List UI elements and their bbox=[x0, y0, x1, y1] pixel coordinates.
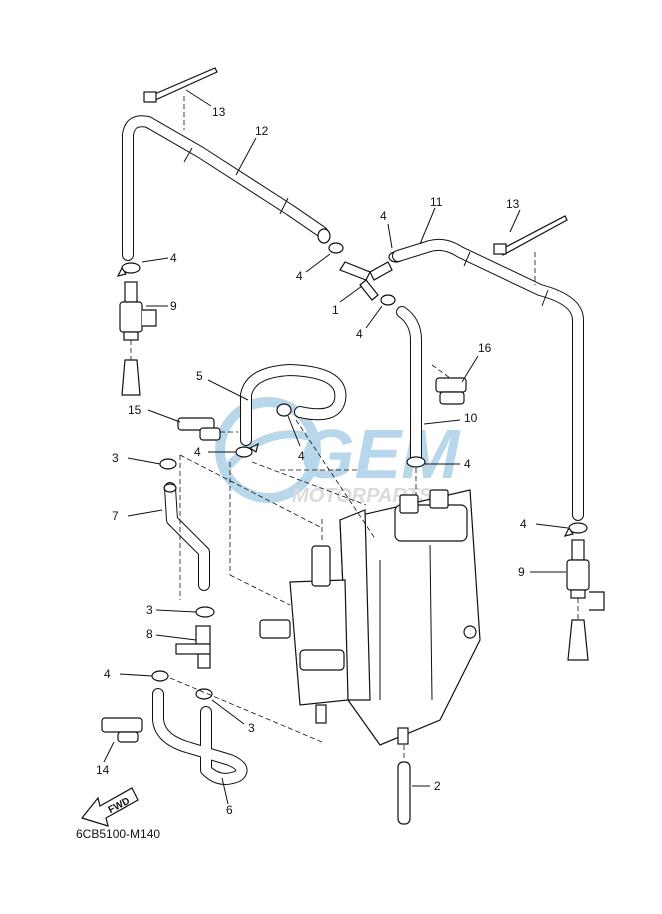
cable-tie-13-right bbox=[493, 215, 568, 285]
callout-labels: 13 12 4 9 4 4 11 13 1 4 16 5 15 10 4 4 3… bbox=[96, 105, 527, 817]
callout-9-left: 9 bbox=[170, 299, 177, 313]
callout-3-lower: 3 bbox=[248, 721, 255, 735]
hose-clip-3-middle bbox=[195, 606, 215, 618]
joint-8 bbox=[175, 625, 211, 669]
callout-1: 1 bbox=[332, 303, 339, 317]
callout-13-right: 13 bbox=[506, 197, 520, 211]
callout-4-hose10: 4 bbox=[464, 457, 471, 471]
callout-7: 7 bbox=[112, 509, 119, 523]
clamp-15 bbox=[177, 417, 238, 441]
callout-13-left: 13 bbox=[212, 105, 226, 119]
callout-4-center-left: 4 bbox=[194, 445, 201, 459]
callout-10: 10 bbox=[464, 411, 478, 425]
fuel-joint-9-right bbox=[563, 522, 605, 661]
three-way-joint-1 bbox=[328, 242, 404, 306]
callout-2: 2 bbox=[434, 779, 441, 793]
watermark-swoosh-icon bbox=[221, 430, 322, 473]
callout-3-middle: 3 bbox=[146, 603, 153, 617]
callout-9-right: 9 bbox=[518, 565, 525, 579]
callout-4-lower: 4 bbox=[104, 667, 111, 681]
clamp-16 bbox=[431, 364, 467, 405]
fwd-label: FWD bbox=[107, 796, 132, 816]
callout-4-right: 4 bbox=[520, 517, 527, 531]
callout-3-upper: 3 bbox=[112, 451, 119, 465]
callout-4-joint-left: 4 bbox=[296, 269, 303, 283]
vapor-separator-assembly bbox=[259, 489, 481, 746]
assembly-leader-lines bbox=[169, 419, 377, 743]
callout-14: 14 bbox=[96, 763, 110, 777]
hose-clip-4-center bbox=[235, 442, 259, 458]
callout-4-joint-bottom: 4 bbox=[356, 327, 363, 341]
fwd-arrow-icon: FWD bbox=[80, 787, 139, 827]
watermark-brand: GEM bbox=[300, 415, 461, 493]
clamp-14 bbox=[101, 717, 143, 743]
fuel-joint-9-left bbox=[119, 281, 157, 396]
diagram-code: 6CB5100-M140 bbox=[76, 827, 160, 841]
hose-clip-3-upper bbox=[159, 458, 177, 470]
callout-4-left-top: 4 bbox=[170, 251, 177, 265]
callout-16: 16 bbox=[478, 341, 492, 355]
callout-8: 8 bbox=[146, 627, 153, 641]
callout-4-joint-top: 4 bbox=[380, 209, 387, 223]
hose-5 bbox=[240, 364, 347, 446]
callout-6: 6 bbox=[226, 803, 233, 817]
drain-pipe-2 bbox=[397, 745, 411, 825]
hose-7 bbox=[163, 482, 210, 591]
callout-leaders bbox=[103, 89, 569, 805]
cable-tie-13-left bbox=[143, 67, 218, 130]
hose-10 bbox=[396, 306, 426, 505]
callout-5: 5 bbox=[196, 369, 203, 383]
hose-11 bbox=[392, 238, 584, 521]
hose-12 bbox=[122, 115, 331, 261]
watermark: GEM MOTORPARTS bbox=[215, 397, 461, 507]
callout-4-center: 4 bbox=[298, 449, 305, 463]
hose-6 bbox=[152, 688, 248, 785]
callout-15: 15 bbox=[128, 403, 142, 417]
callout-12: 12 bbox=[255, 124, 269, 138]
callout-11: 11 bbox=[430, 195, 443, 209]
hose-clip-4-left bbox=[116, 262, 141, 277]
